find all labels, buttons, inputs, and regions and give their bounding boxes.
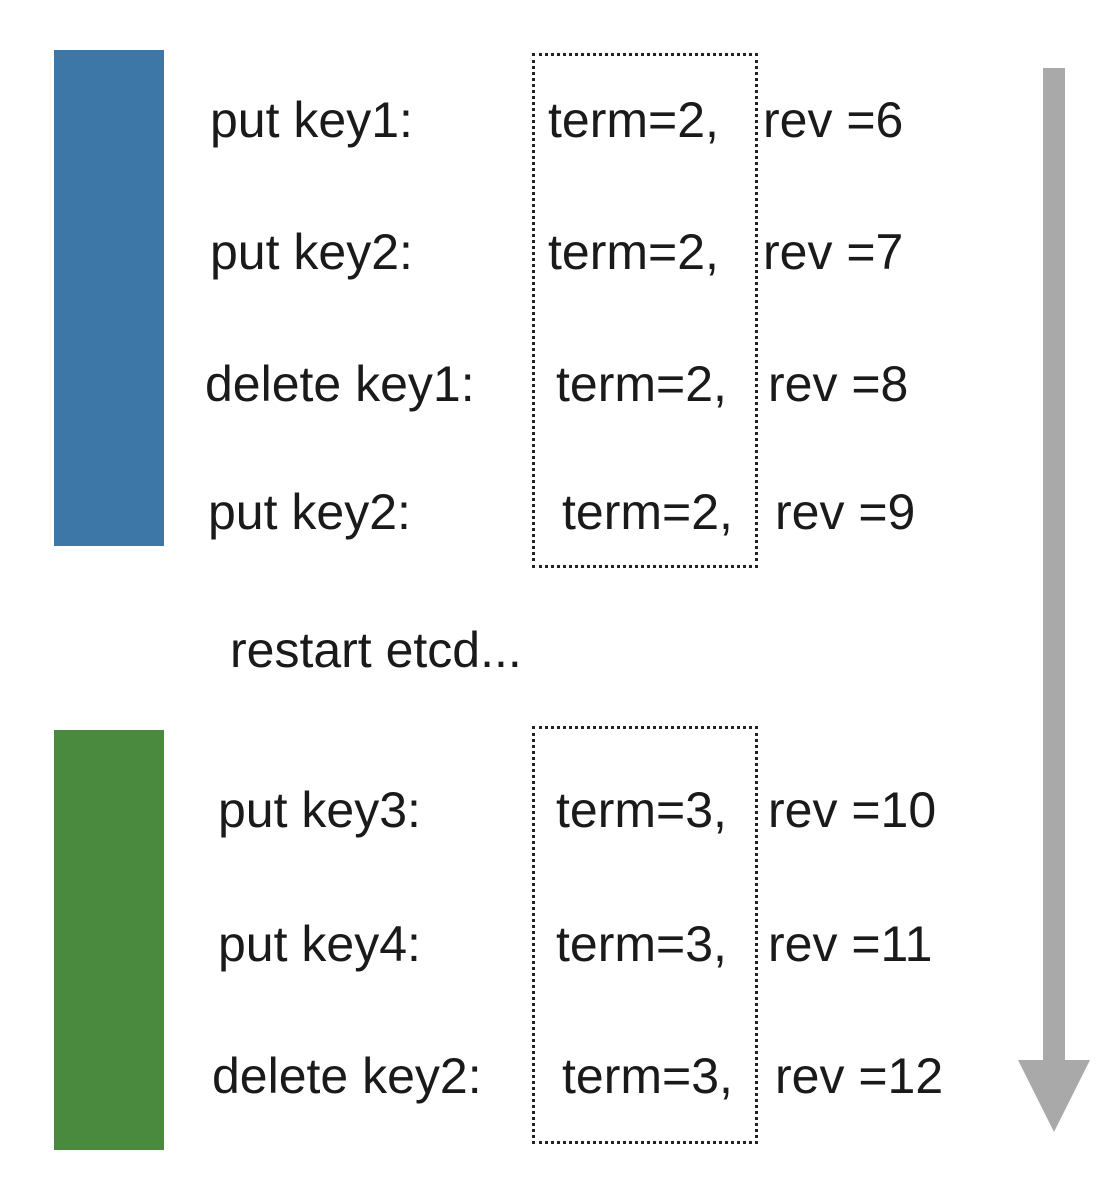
term-label: term=3, [562,1048,733,1104]
op-label: delete key1: [205,356,475,412]
op-label: put key2: [208,484,411,540]
term-label: term=2, [548,92,719,148]
time-arrow [1018,68,1090,1132]
rev-label: rev =12 [775,1048,944,1104]
phase2-bar [54,730,164,1150]
phase1-bar [54,50,164,546]
op-label: put key1: [210,92,413,148]
op-label: put key4: [218,916,421,972]
term-box-phase2 [532,726,758,1144]
rev-label: rev =10 [768,782,937,838]
term-label: term=2, [556,356,727,412]
term-label: term=2, [548,224,719,280]
op-label: delete key2: [212,1048,482,1104]
rev-label: rev =9 [775,484,916,540]
term-box-phase1 [532,53,758,568]
op-label: put key3: [218,782,421,838]
rev-label: rev =6 [763,92,904,148]
rev-label: rev =7 [763,224,904,280]
rev-label: rev =11 [768,916,933,972]
term-label: term=2, [562,484,733,540]
restart-label: restart etcd... [230,622,522,678]
rev-label: rev =8 [768,356,909,412]
term-label: term=3, [556,782,727,838]
arrow-head [1018,1060,1090,1132]
arrow-shaft [1043,68,1065,1068]
term-label: term=3, [556,916,727,972]
op-label: put key2: [210,224,413,280]
